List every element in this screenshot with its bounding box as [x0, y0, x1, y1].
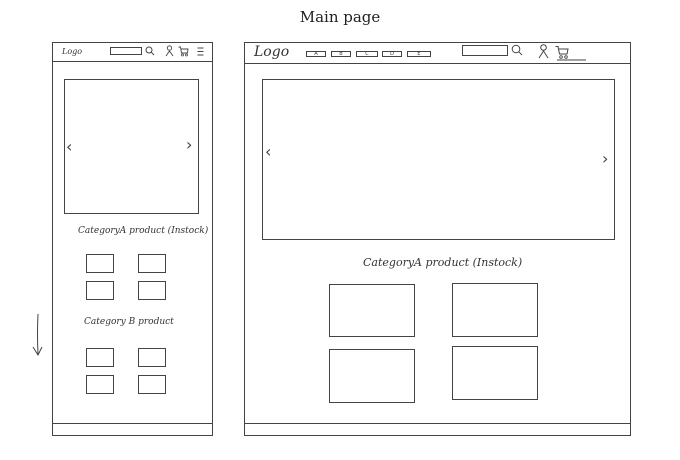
nav-tab-a[interactable]: A [306, 51, 326, 57]
mobile-category-a-heading: CategoryA product (Instock) [78, 226, 209, 236]
mobile-logo[interactable]: Logo [62, 47, 83, 56]
desktop-footer-divider [244, 423, 631, 424]
desktop-product-card[interactable] [452, 283, 538, 337]
desktop-hero-carousel[interactable] [262, 79, 615, 240]
desktop-logo[interactable]: Logo [254, 44, 290, 60]
mobile-category-b-heading: Category B product [84, 317, 174, 327]
mobile-search-input[interactable] [110, 47, 142, 55]
mobile-product-card[interactable] [138, 348, 166, 367]
user-icon[interactable] [538, 44, 549, 59]
mobile-product-card[interactable] [138, 254, 166, 273]
search-icon[interactable] [145, 46, 155, 56]
cart-icon[interactable] [555, 45, 587, 61]
desktop-carousel-next[interactable]: › [602, 149, 609, 168]
mobile-product-card[interactable] [86, 375, 114, 394]
mobile-product-card[interactable] [86, 348, 114, 367]
desktop-carousel-prev[interactable]: ‹ [265, 142, 272, 161]
mobile-header-divider [52, 61, 213, 62]
menu-icon[interactable] [197, 47, 204, 56]
nav-tab-c[interactable]: C [356, 51, 378, 57]
scroll-down-arrow-icon [32, 313, 43, 357]
mobile-product-card[interactable] [86, 254, 114, 273]
mobile-hero-carousel[interactable] [64, 79, 199, 214]
nav-tab-e[interactable]: E [407, 51, 431, 57]
desktop-search-input[interactable] [462, 45, 508, 56]
mobile-product-card[interactable] [138, 281, 166, 300]
desktop-product-card[interactable] [452, 346, 538, 400]
desktop-header-divider [244, 63, 631, 64]
user-icon[interactable] [165, 45, 174, 57]
nav-tab-b[interactable]: B [331, 51, 351, 57]
desktop-product-card[interactable] [329, 284, 415, 337]
desktop-product-card[interactable] [329, 349, 415, 403]
mobile-product-card[interactable] [138, 375, 166, 394]
page-title: Main page [299, 8, 381, 26]
nav-tab-d[interactable]: D [382, 51, 402, 57]
mobile-footer-divider [52, 423, 213, 424]
mobile-carousel-next[interactable]: › [186, 135, 193, 154]
mobile-carousel-prev[interactable]: ‹ [66, 137, 73, 156]
search-icon[interactable] [511, 44, 523, 56]
mobile-product-card[interactable] [86, 281, 114, 300]
cart-icon[interactable] [178, 46, 189, 57]
desktop-category-a-heading: CategoryA product (Instock) [363, 256, 523, 269]
